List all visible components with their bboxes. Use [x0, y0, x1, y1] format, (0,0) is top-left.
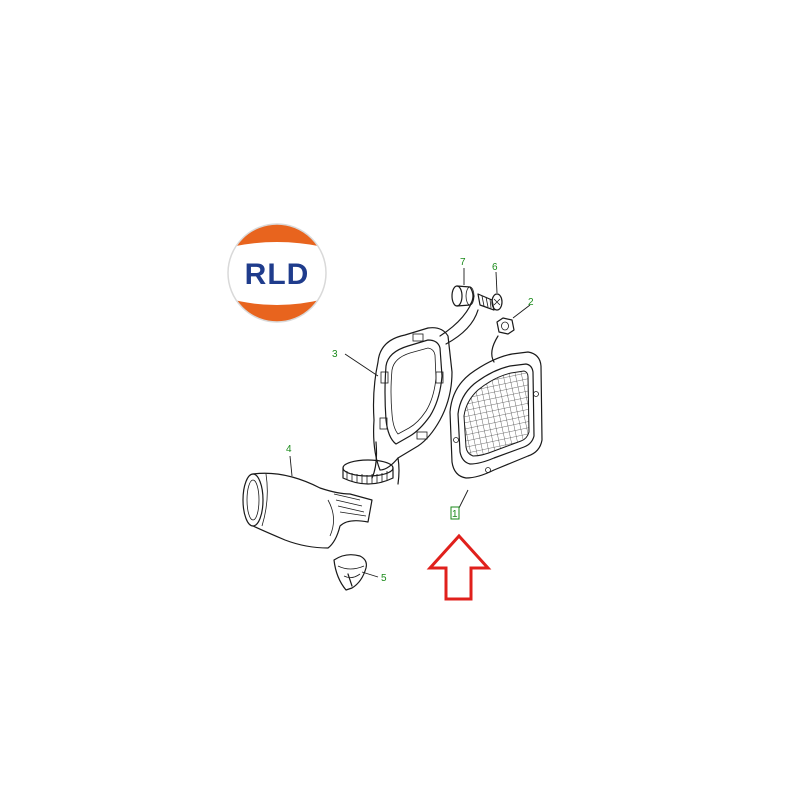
part-4-elbow: [242, 472, 373, 549]
part-5-clip: [333, 554, 367, 591]
leader-6: [495, 271, 498, 294]
part-2-nut: [496, 317, 515, 335]
leader-4: [289, 455, 293, 477]
leader-1: [458, 489, 469, 509]
leader-5: [361, 571, 379, 578]
part-3-duct: [342, 295, 479, 485]
part-7-spacer: [451, 285, 475, 307]
callout-1-box: [450, 506, 460, 520]
callout-6: 6: [492, 262, 498, 273]
callout-4: 4: [286, 444, 292, 455]
leader-2: [512, 304, 531, 319]
callout-3: 3: [332, 349, 338, 360]
leader-3: [344, 353, 379, 377]
callout-2: 2: [528, 297, 534, 308]
logo-text: RLD: [245, 258, 310, 291]
callout-5: 5: [381, 573, 387, 584]
part-1-grille: [449, 335, 543, 479]
callout-1: 1: [452, 509, 458, 520]
callout-7: 7: [460, 257, 466, 268]
part-6-screw: [477, 293, 503, 311]
rld-logo: RLD: [227, 223, 327, 323]
up-arrow-icon: [426, 533, 492, 601]
